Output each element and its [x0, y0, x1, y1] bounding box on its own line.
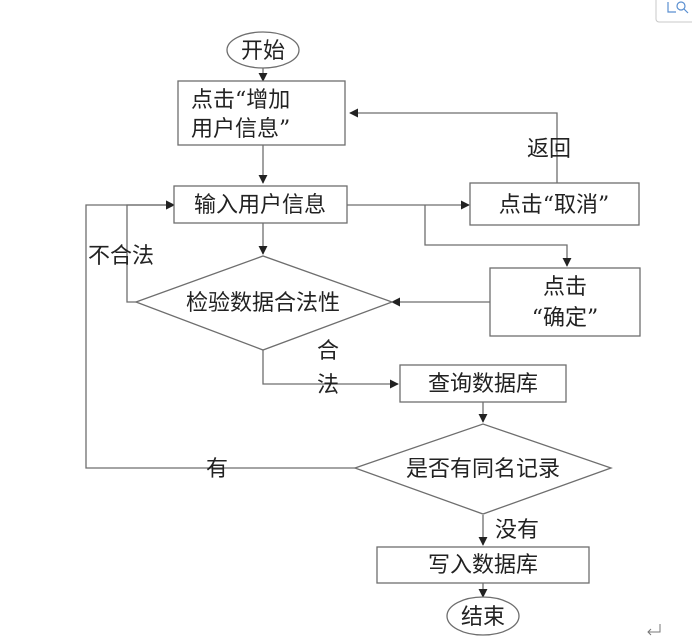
edge-label-valid-1: 合 [317, 339, 339, 364]
edge-label-none: 没有 [495, 518, 539, 543]
edge-label-has: 有 [206, 457, 228, 482]
edge-label-invalid: 不合法 [88, 244, 154, 269]
node-end: 结束 [446, 596, 520, 636]
node-click-cancel: 点击“取消” [469, 182, 640, 226]
node-start-label: 开始 [241, 39, 285, 64]
node-end-label: 结束 [461, 605, 505, 630]
node-add-user-line1: 点击“增加 [191, 88, 290, 113]
node-write-db: 写入数据库 [376, 546, 590, 584]
node-same-name-label: 是否有同名记录 [406, 457, 560, 482]
node-input-info-label: 输入用户信息 [194, 193, 326, 218]
edge-has-loop [85, 200, 355, 469]
node-click-confirm: 点击 “确定” [489, 267, 641, 337]
node-click-confirm-line1: 点击 [543, 275, 587, 300]
node-add-user-line2: 用户信息” [191, 117, 290, 142]
edge-valid-to-query [262, 350, 399, 389]
edge-label-return: 返回 [527, 137, 571, 162]
node-validate: 检验数据合法性 [134, 255, 394, 351]
node-click-cancel-label: 点击“取消” [499, 193, 610, 218]
node-same-name: 是否有同名记录 [353, 423, 613, 515]
edge-input-to-confirm [424, 205, 572, 267]
edge-label-valid-2: 法 [317, 373, 339, 398]
node-click-confirm-line2: “确定” [532, 306, 599, 331]
node-query-db-label: 查询数据库 [428, 372, 538, 397]
node-query-db: 查询数据库 [399, 364, 567, 403]
node-validate-label: 检验数据合法性 [186, 291, 340, 316]
node-start: 开始 [226, 31, 300, 69]
return-arrow-icon [647, 624, 661, 636]
edge-cancel-return [349, 108, 558, 183]
search-window-icon [655, 0, 692, 23]
node-add-user: 点击“增加 用户信息” [177, 80, 346, 146]
node-write-db-label: 写入数据库 [428, 553, 538, 578]
node-input-info: 输入用户信息 [173, 185, 348, 224]
